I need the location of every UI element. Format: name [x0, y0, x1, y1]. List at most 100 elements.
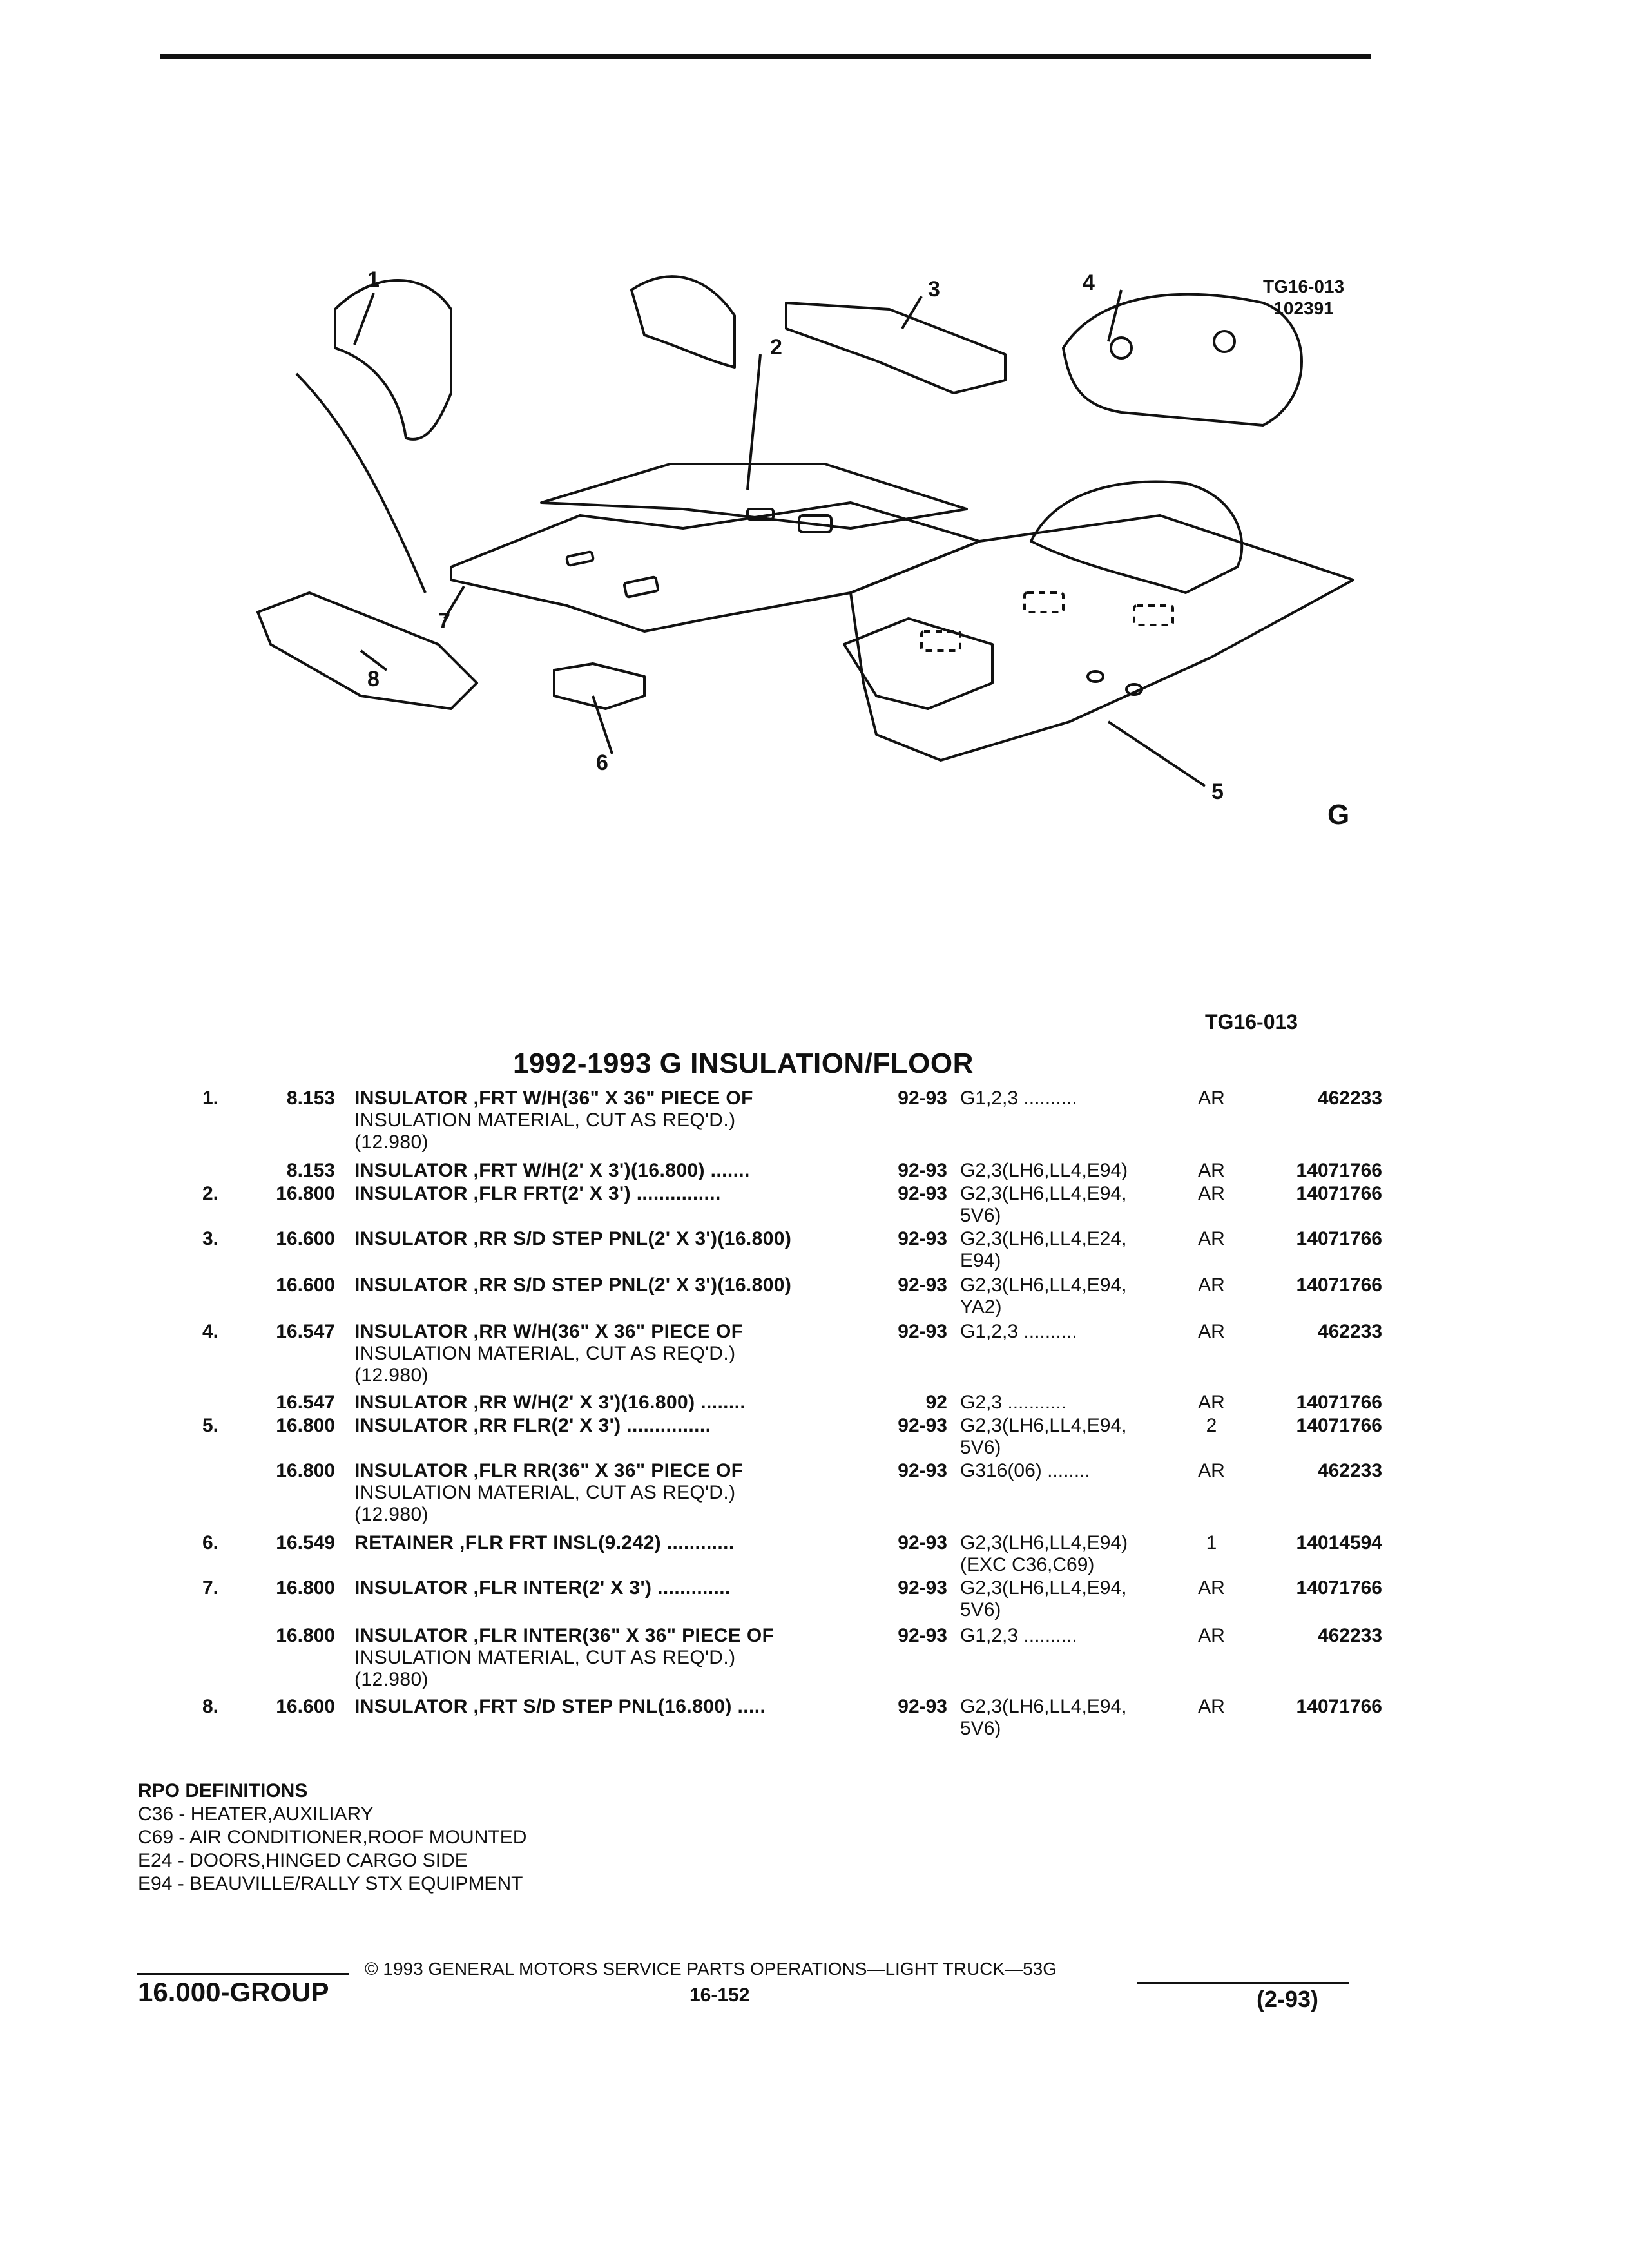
description-line: INSULATOR ,FLR INTER(36" X 36" PIECE OF: [354, 1625, 775, 1646]
series: G2,3(LH6,LL4,E94,5V6): [960, 1415, 1192, 1459]
description: INSULATOR ,FRT S/D STEP PNL(16.800) ....…: [354, 1696, 1005, 1718]
rear-step-panel-shape: [785, 302, 1007, 394]
quantity: 1: [1206, 1532, 1217, 1553]
description-line: INSULATOR ,RR W/H(2' X 3')(16.800) .....…: [354, 1392, 746, 1413]
quantity: AR: [1198, 1228, 1225, 1249]
group-number: 16.800: [276, 1625, 335, 1646]
description-line: RETAINER ,FLR FRT INSL(9.242) ..........…: [354, 1532, 735, 1553]
quantity: AR: [1198, 1160, 1225, 1181]
rear-body-wheelhouse: [1030, 480, 1244, 594]
quantity: AR: [1198, 1696, 1225, 1717]
model-years: 92: [925, 1392, 947, 1413]
model-years: 92-93: [898, 1160, 947, 1181]
part-number: 14014594: [1296, 1532, 1382, 1553]
rear-hole-1: [1086, 670, 1104, 683]
model-years: 92-93: [898, 1625, 947, 1646]
part-number: 14071766: [1296, 1577, 1382, 1599]
model-years: 92-93: [898, 1228, 947, 1249]
part-number: 14071766: [1296, 1228, 1382, 1249]
series-line: G2,3(LH6,LL4,E24,: [960, 1228, 1127, 1249]
description-line: INSULATOR ,RR W/H(36" X 36" PIECE OF: [354, 1321, 744, 1342]
part-number: 14071766: [1296, 1392, 1382, 1413]
description-line: INSULATION MATERIAL, CUT AS REQ'D.): [354, 1110, 736, 1131]
leader-3: [901, 295, 923, 330]
description-line: INSULATOR ,FRT W/H(36" X 36" PIECE OF: [354, 1088, 753, 1109]
series-line: G1,2,3 ..........: [960, 1321, 1077, 1342]
part-number: 462233: [1317, 1321, 1382, 1342]
description: INSULATOR ,RR W/H(2' X 3')(16.800) .....…: [354, 1392, 1005, 1414]
footer-copyright: © 1993 GENERAL MOTORS SERVICE PARTS OPER…: [365, 1959, 1057, 1979]
group-number: 16.547: [276, 1392, 335, 1413]
description-line: INSULATOR ,FLR FRT(2' X 3') ............…: [354, 1183, 721, 1204]
item-number: 7.: [202, 1577, 219, 1599]
figure-id-line1: TG16-013: [1263, 276, 1345, 296]
callout-1: 1: [367, 267, 380, 292]
footer-page-number: 16-152: [689, 1984, 750, 2006]
group-number: 16.800: [276, 1460, 335, 1481]
part-number: 14071766: [1296, 1696, 1382, 1717]
rear-hole-2: [1125, 683, 1143, 696]
series-line: YA2): [960, 1296, 1002, 1318]
part-number: 462233: [1317, 1460, 1382, 1481]
description-line: INSULATION MATERIAL, CUT AS REQ'D.): [354, 1343, 736, 1364]
leader-5: [1107, 720, 1206, 787]
group-number: 16.600: [276, 1274, 335, 1296]
part-number: 14071766: [1296, 1183, 1382, 1204]
rpo-definitions: RPO DEFINITIONS C36 - HEATER,AUXILIARY C…: [138, 1780, 526, 1896]
leader-2: [746, 354, 762, 490]
part-number: 462233: [1317, 1625, 1382, 1646]
callout-4: 4: [1083, 271, 1095, 295]
series-line: 5V6): [960, 1718, 1001, 1739]
series-line: G2,3(LH6,LL4,E94,: [960, 1696, 1127, 1717]
cu-logo: G: [1327, 799, 1350, 831]
quantity: AR: [1198, 1088, 1225, 1109]
description-line: INSULATOR ,FRT W/H(2' X 3')(16.800) ....…: [354, 1160, 750, 1181]
rpo-item: E94 - BEAUVILLE/RALLY STX EQUIPMENT: [138, 1873, 523, 1894]
leader-4: [1107, 289, 1123, 342]
quantity: AR: [1198, 1392, 1225, 1413]
model-years: 92-93: [898, 1696, 947, 1717]
rpo-item: E24 - DOORS,HINGED CARGO SIDE: [138, 1850, 468, 1871]
wheel-arch: [295, 372, 427, 593]
rpo-item: C69 - AIR CONDITIONER,ROOF MOUNTED: [138, 1827, 527, 1848]
series-line: G2,3(LH6,LL4,E94): [960, 1160, 1128, 1181]
rear-cutout-2: [1023, 591, 1065, 613]
series-line: G1,2,3 ..........: [960, 1088, 1077, 1109]
model-years: 92-93: [898, 1460, 947, 1481]
figure-id: TG16-013 102391: [1263, 276, 1344, 320]
group-number: 16.600: [276, 1696, 335, 1717]
wheelhouse-piece: [630, 275, 736, 369]
diagram-drawing: 1 2 3 4 5 6 7 8: [256, 267, 1354, 804]
quantity: AR: [1198, 1577, 1225, 1599]
item-number: 1.: [202, 1088, 219, 1109]
item-number: 2.: [202, 1183, 219, 1204]
footer-date: (2-93): [1257, 1986, 1319, 2012]
item-number: 6.: [202, 1532, 219, 1553]
rear-floor-shape: [849, 514, 1354, 762]
rear-cutout-1: [920, 630, 961, 652]
leader-7: [443, 585, 465, 620]
series: G2,3(LH6,LL4,E94)(EXC C36,C69): [960, 1532, 1192, 1576]
callout-6: 6: [596, 751, 608, 775]
model-years: 92-93: [898, 1088, 947, 1109]
quantity: AR: [1198, 1183, 1225, 1204]
series-line: G2,3(LH6,LL4,E94,: [960, 1577, 1127, 1599]
description: INSULATOR ,RR S/D STEP PNL(2' X 3')(16.8…: [354, 1228, 1005, 1250]
intermediate-cutout-1: [746, 508, 775, 521]
retainer-shape: [553, 662, 646, 710]
group-number: 16.549: [276, 1532, 335, 1553]
model-years: 92-93: [898, 1183, 947, 1204]
quantity: AR: [1198, 1460, 1225, 1481]
model-years: 92-93: [898, 1415, 947, 1436]
description: INSULATOR ,FRT W/H(2' X 3')(16.800) ....…: [354, 1160, 1005, 1182]
figure-id-line2: 102391: [1273, 298, 1334, 318]
group-number: 16.600: [276, 1228, 335, 1249]
intermediate-floor-shape: [540, 463, 968, 530]
quantity: AR: [1198, 1625, 1225, 1646]
page-title: 1992-1993 G INSULATION/FLOOR: [513, 1048, 974, 1079]
part-number: 14071766: [1296, 1274, 1382, 1296]
model-years: 92-93: [898, 1321, 947, 1342]
part-number: 14071766: [1296, 1415, 1382, 1436]
